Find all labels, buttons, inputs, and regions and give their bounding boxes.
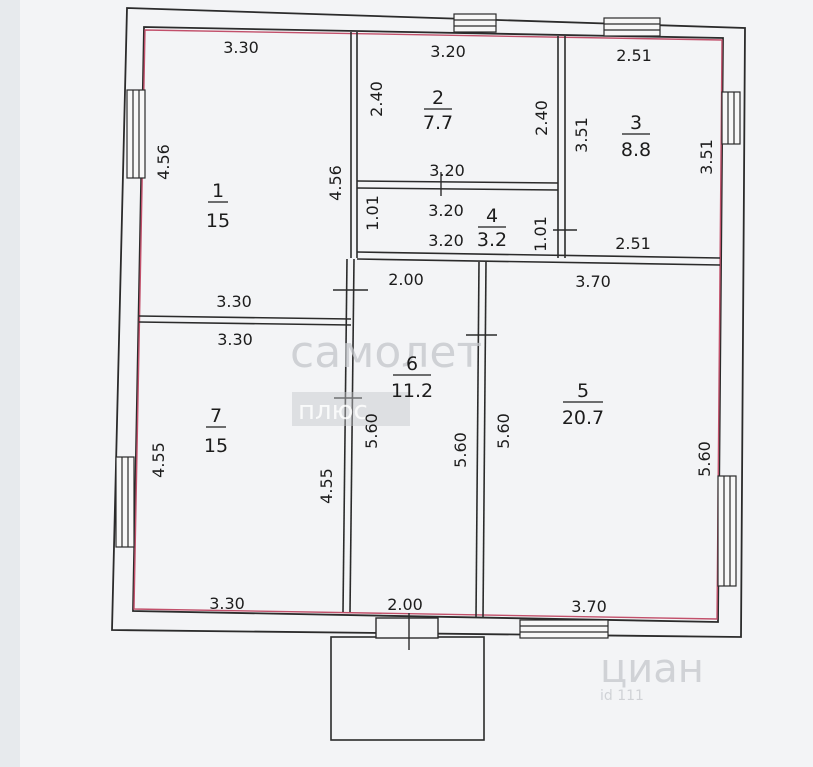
dim-r6-left: 5.60 xyxy=(362,413,381,449)
room-number: 2 xyxy=(432,87,444,109)
dim-r5-right: 5.60 xyxy=(695,441,714,477)
dim-r5-top: 3.70 xyxy=(575,272,611,291)
samolet-watermark: самолет плюс xyxy=(290,327,482,426)
room-area: 20.7 xyxy=(562,407,604,429)
watermark-brand-main: самолет xyxy=(290,327,482,378)
entrance-door xyxy=(375,617,439,639)
windows xyxy=(115,13,741,639)
room-number: 5 xyxy=(577,380,589,402)
room-7: 7 15 xyxy=(204,405,228,457)
dim-r4-right: 1.01 xyxy=(531,216,550,252)
room-2: 2 7.7 xyxy=(423,87,453,134)
room-labels: 1 15 2 7.7 3 8.8 4 3.2 5 20.7 6 11.2 xyxy=(204,87,651,457)
watermark-cian-sub: id 111 xyxy=(600,688,644,704)
room-number: 1 xyxy=(212,180,224,202)
window-top-left xyxy=(453,13,497,33)
dim-r2-top: 3.20 xyxy=(430,42,466,61)
dim-r1-right: 4.56 xyxy=(326,165,345,201)
dim-r2-left: 2.40 xyxy=(367,81,386,117)
dimension-labels: 3.30 4.56 4.56 3.30 3.20 2.40 2.40 3.20 … xyxy=(149,38,716,616)
dim-r5-left: 5.60 xyxy=(494,413,513,449)
dim-r4-left: 1.01 xyxy=(363,195,382,231)
window-left-top xyxy=(126,89,146,179)
dim-r6-right: 5.60 xyxy=(451,432,470,468)
room-area: 15 xyxy=(204,435,228,457)
door-marks xyxy=(333,172,577,650)
inner-room-outline xyxy=(133,29,723,620)
dim-r7-top: 3.30 xyxy=(217,330,253,349)
dim-r7-bottom: 3.30 xyxy=(209,594,245,613)
room-1: 1 15 xyxy=(206,180,230,232)
window-right-top xyxy=(721,91,741,145)
dim-r2-bottom: 3.20 xyxy=(429,161,465,180)
dim-r2-right: 2.40 xyxy=(532,100,551,136)
room-number: 7 xyxy=(210,405,222,427)
exterior-walls xyxy=(111,7,746,638)
window-right-bottom xyxy=(717,475,737,587)
dim-r4-top: 3.20 xyxy=(428,201,464,220)
dim-r5-bottom: 3.70 xyxy=(571,597,607,616)
cian-watermark: циан id 111 xyxy=(600,646,704,704)
dim-r3-left: 3.51 xyxy=(572,117,591,153)
window-top-right xyxy=(603,17,661,37)
paper-sheet xyxy=(20,0,813,767)
room-area: 11.2 xyxy=(391,380,433,402)
room-area: 15 xyxy=(206,210,230,232)
dim-r4-bottom: 3.20 xyxy=(428,231,464,250)
room-6: 6 11.2 xyxy=(391,353,433,402)
dim-r7-right: 4.55 xyxy=(317,468,336,504)
room-4: 4 3.2 xyxy=(477,205,507,251)
watermark-sub-box xyxy=(292,392,410,426)
dim-r7-left: 4.55 xyxy=(149,442,168,478)
room-area: 8.8 xyxy=(621,139,651,161)
dim-r6-top: 2.00 xyxy=(388,270,424,289)
dim-r1-bottom: 3.30 xyxy=(216,292,252,311)
room-area: 7.7 xyxy=(423,112,453,134)
dim-r1-left: 4.56 xyxy=(154,144,173,180)
dim-r3-bottom: 2.51 xyxy=(615,234,651,253)
room-3: 3 8.8 xyxy=(621,112,651,161)
room-number: 3 xyxy=(630,112,642,134)
window-bottom xyxy=(519,619,609,639)
interior-walls xyxy=(138,32,721,619)
watermark-cian: циан xyxy=(600,646,704,692)
window-left-bottom xyxy=(115,456,135,548)
dim-r3-right: 3.51 xyxy=(697,139,716,175)
watermark-brand-sub: плюс xyxy=(298,396,368,426)
room-5: 5 20.7 xyxy=(562,380,604,429)
dim-r3-top: 2.51 xyxy=(616,46,652,65)
room-area: 3.2 xyxy=(477,229,507,251)
dim-r6-bottom: 2.00 xyxy=(387,595,423,614)
dim-r1-top: 3.30 xyxy=(223,38,259,57)
room-number: 6 xyxy=(406,353,418,375)
room-number: 4 xyxy=(486,205,498,227)
